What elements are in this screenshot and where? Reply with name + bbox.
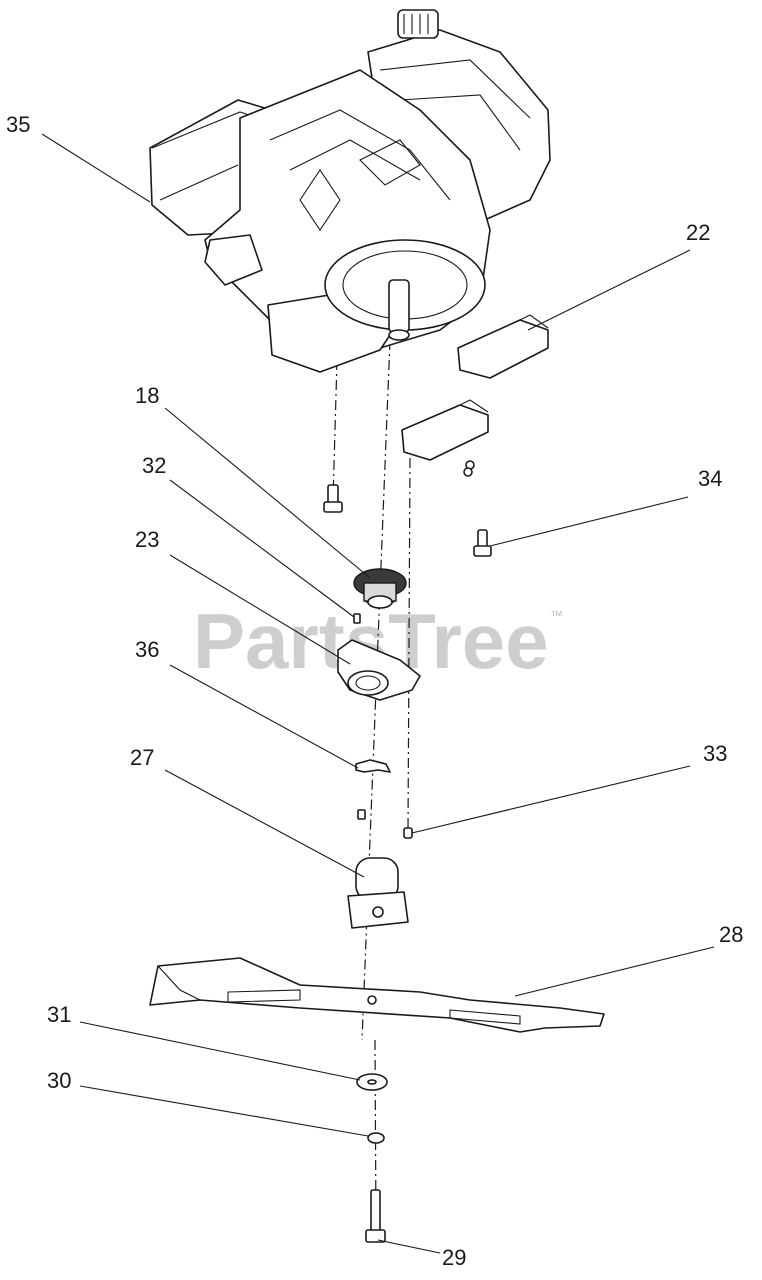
callout-35: 35 — [6, 112, 30, 137]
bolt-34[interactable] — [473, 529, 492, 557]
blade-bolt-29[interactable] — [365, 1189, 386, 1243]
callout-32: 32 — [142, 453, 166, 478]
centerline-bracket-screw — [407, 457, 411, 831]
clip-36[interactable] — [355, 759, 391, 773]
key-32[interactable] — [353, 613, 361, 624]
watermark-trademark: ™ — [550, 608, 563, 623]
callout-33: 33 — [703, 741, 727, 766]
blade-icon[interactable] — [149, 957, 605, 1033]
lock-washer-30[interactable] — [367, 1132, 385, 1144]
callout-22: 22 — [686, 220, 710, 245]
callout-18: 18 — [135, 383, 159, 408]
callout-31: 31 — [47, 1002, 71, 1027]
blade-adapter-27[interactable] — [347, 857, 409, 929]
callout-34: 34 — [698, 466, 722, 491]
screw-small[interactable] — [357, 809, 366, 820]
engine-icon[interactable] — [149, 9, 551, 373]
callout-23: 23 — [135, 527, 159, 552]
callout-29: 29 — [442, 1245, 466, 1270]
bolt-icon[interactable] — [323, 484, 343, 513]
washer-icon[interactable] — [356, 1073, 388, 1091]
callout-28: 28 — [719, 922, 743, 947]
bracket-icon[interactable] — [401, 314, 549, 477]
callout-36: 36 — [135, 637, 159, 662]
callout-30: 30 — [47, 1068, 71, 1093]
centerline-engine-bolt — [332, 359, 338, 501]
callout-27: 27 — [130, 745, 154, 770]
leader-lines — [41, 133, 715, 1254]
blade-adapter-23[interactable] — [337, 639, 421, 701]
screw-33[interactable] — [403, 827, 413, 839]
